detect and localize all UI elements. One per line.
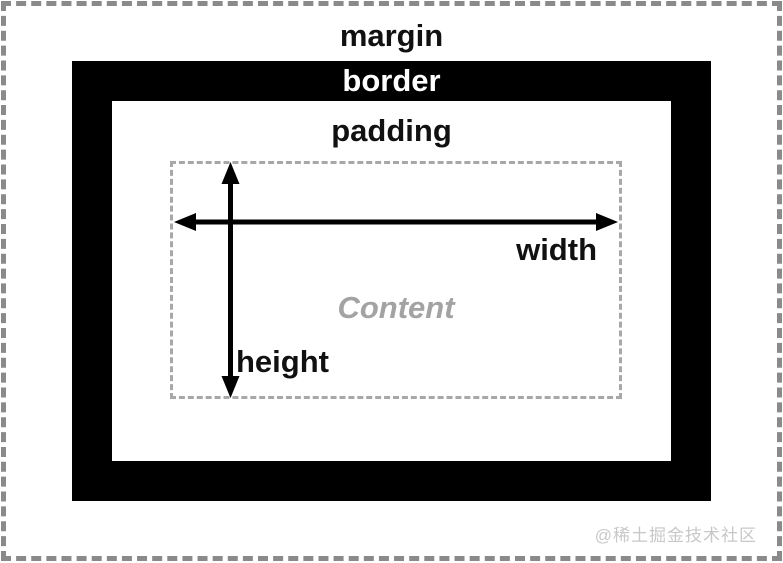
margin-label: margin (339, 18, 444, 53)
padding-label: padding (331, 113, 452, 148)
content-box (170, 161, 622, 399)
height-label: height (236, 344, 329, 379)
width-label: width (516, 232, 597, 267)
watermark: @稀土掘金技术社区 (594, 526, 757, 545)
content-label: Content (337, 290, 455, 325)
border-box (72, 61, 711, 501)
border-label: border (342, 63, 441, 98)
